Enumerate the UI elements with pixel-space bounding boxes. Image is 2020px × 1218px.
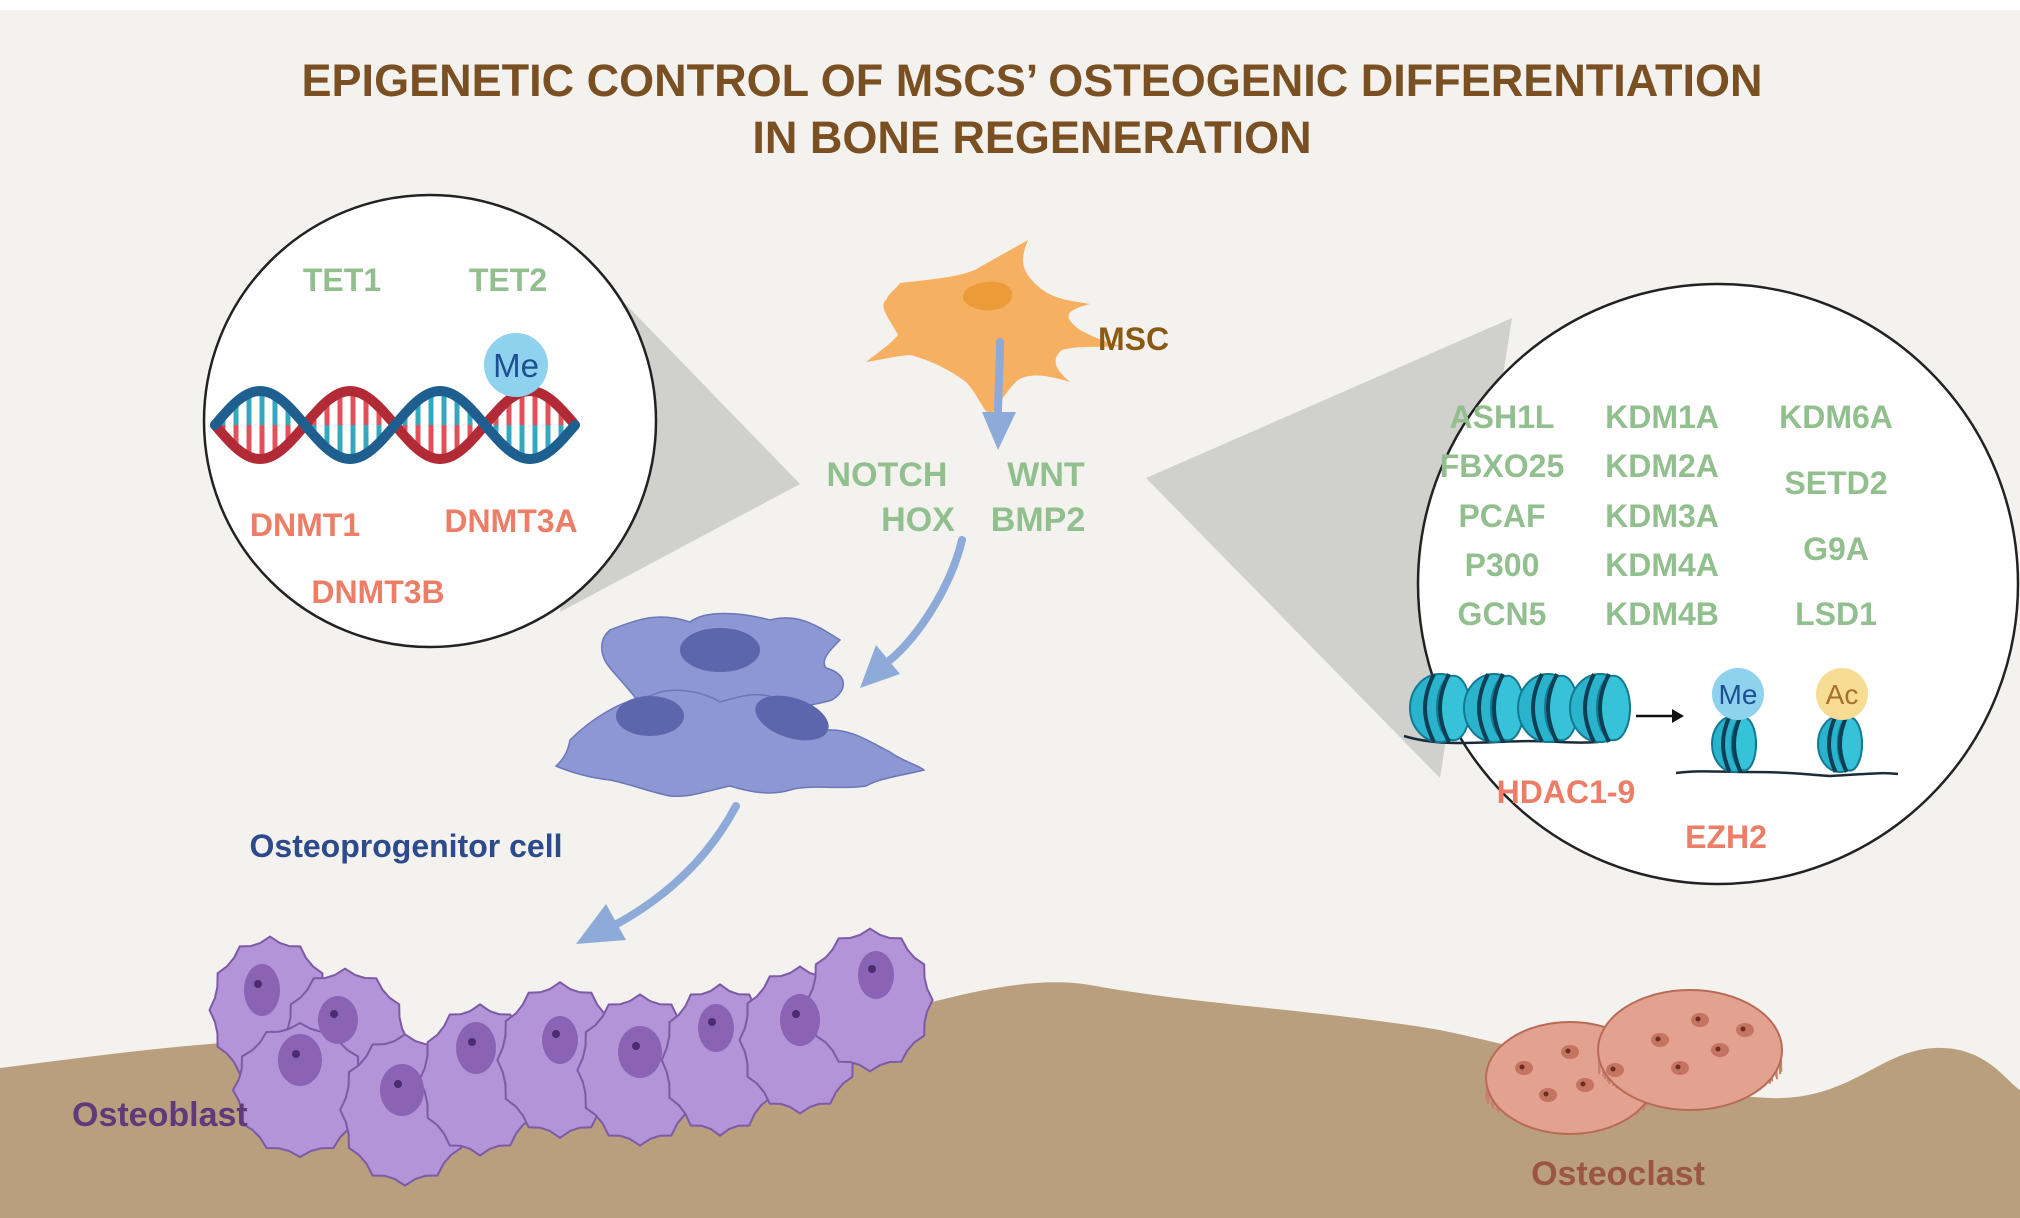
osteoblast-nucleus <box>244 964 280 1016</box>
osteoblast-nucleus <box>542 1016 578 1064</box>
osteoblast-nucleolus <box>468 1038 476 1046</box>
condensed-chromatin <box>1404 674 1630 743</box>
dna-methylation-panel: Me TET1 TET2 DNMT1 DNMT3A DNMT3B <box>204 195 656 647</box>
nucleosome <box>1570 674 1630 742</box>
enzyme-label: KDM4B <box>1605 596 1719 632</box>
osteoclast-label: Osteoclast <box>1531 1155 1705 1193</box>
osteoprogenitor-nucleus <box>616 696 684 736</box>
osteoblast-nucleolus <box>254 980 262 988</box>
enzyme-label: KDM6A <box>1779 399 1893 435</box>
osteoblast-nucleus <box>456 1022 496 1074</box>
ezh2-label: EZH2 <box>1685 819 1767 855</box>
tet1-label: TET1 <box>303 262 381 298</box>
enzyme-label: ASH1L <box>1450 399 1555 435</box>
dnmt3a-label: DNMT3A <box>444 503 577 539</box>
osteoblast-nucleolus <box>552 1030 560 1038</box>
enzyme-label: KDM4A <box>1605 547 1719 583</box>
hox-label: HOX <box>881 501 955 539</box>
osteoclast-nucleolus <box>1696 1017 1701 1022</box>
tet2-label: TET2 <box>469 262 547 298</box>
nucleosome <box>1464 674 1524 742</box>
dnmt3b-label: DNMT3B <box>311 574 444 610</box>
nucleosome <box>1410 674 1470 742</box>
osteoblast-nucleolus <box>708 1018 716 1026</box>
osteoblast-nucleolus <box>792 1010 800 1018</box>
nucleosome <box>1712 716 1756 772</box>
osteoblast-nucleus <box>318 996 358 1044</box>
enzyme-label: G9A <box>1803 531 1869 567</box>
osteoblast-nucleus <box>618 1026 662 1078</box>
wnt-label: WNT <box>1007 456 1085 494</box>
osteoblast-nucleolus <box>632 1042 640 1050</box>
enzyme-label: LSD1 <box>1795 596 1877 632</box>
bmp2-label: BMP2 <box>991 501 1085 539</box>
title-line-2: IN BONE REGENERATION <box>752 112 1311 163</box>
nucleosome <box>1818 716 1862 772</box>
osteoblast-nucleolus <box>330 1010 338 1018</box>
osteoclast-body <box>1598 990 1782 1110</box>
osteoblast-nucleus <box>698 1004 734 1052</box>
osteoclast-nucleolus <box>1656 1037 1661 1042</box>
arrow-msc-to-signals <box>998 342 1000 415</box>
osteoclast-nucleolus <box>1716 1047 1721 1052</box>
osteoclast-nucleolus <box>1520 1065 1525 1070</box>
osteoclast-nucleolus <box>1544 1092 1549 1097</box>
dnmt1-label: DNMT1 <box>250 507 360 543</box>
osteoclast-nucleolus <box>1741 1027 1746 1032</box>
acetyl-mark-label: Ac <box>1826 679 1859 710</box>
osteoclast-nucleolus <box>1566 1049 1571 1054</box>
enzyme-label: KDM3A <box>1605 498 1719 534</box>
enzyme-label: GCN5 <box>1458 596 1547 632</box>
enzyme-label: P300 <box>1465 547 1540 583</box>
methyl-tag: Me <box>493 347 539 384</box>
enzyme-label: PCAF <box>1458 498 1545 534</box>
osteoclast-nucleolus <box>1676 1065 1681 1070</box>
osteoprogenitor-label: Osteoprogenitor cell <box>250 828 563 864</box>
osteoblast-nucleolus <box>394 1080 402 1088</box>
enzyme-label: SETD2 <box>1784 465 1887 501</box>
osteoblast-label: Osteoblast <box>72 1096 248 1134</box>
osteoprogenitor-nucleus <box>680 628 760 672</box>
msc-label: MSC <box>1098 321 1169 357</box>
title-line-1: EPIGENETIC CONTROL OF MSCS’ OSTEOGENIC D… <box>302 55 1763 106</box>
osteoblast-nucleolus <box>868 965 876 973</box>
methyl-mark-label: Me <box>1719 679 1758 710</box>
osteoclast-nucleolus <box>1581 1082 1586 1087</box>
notch-label: NOTCH <box>827 456 948 494</box>
osteoclast-nucleolus <box>1611 1067 1616 1072</box>
enzyme-label: KDM2A <box>1605 448 1719 484</box>
osteoblast-nucleolus <box>292 1050 300 1058</box>
osteoblast-nucleus <box>780 994 820 1046</box>
hdac-label: HDAC1-9 <box>1497 774 1636 810</box>
osteoblast-nucleus <box>278 1034 322 1086</box>
osteoblast-nucleus <box>858 951 894 999</box>
enzyme-label: FBXO25 <box>1440 448 1564 484</box>
enzyme-label: KDM1A <box>1605 399 1719 435</box>
osteoblast-nucleus <box>380 1064 424 1116</box>
